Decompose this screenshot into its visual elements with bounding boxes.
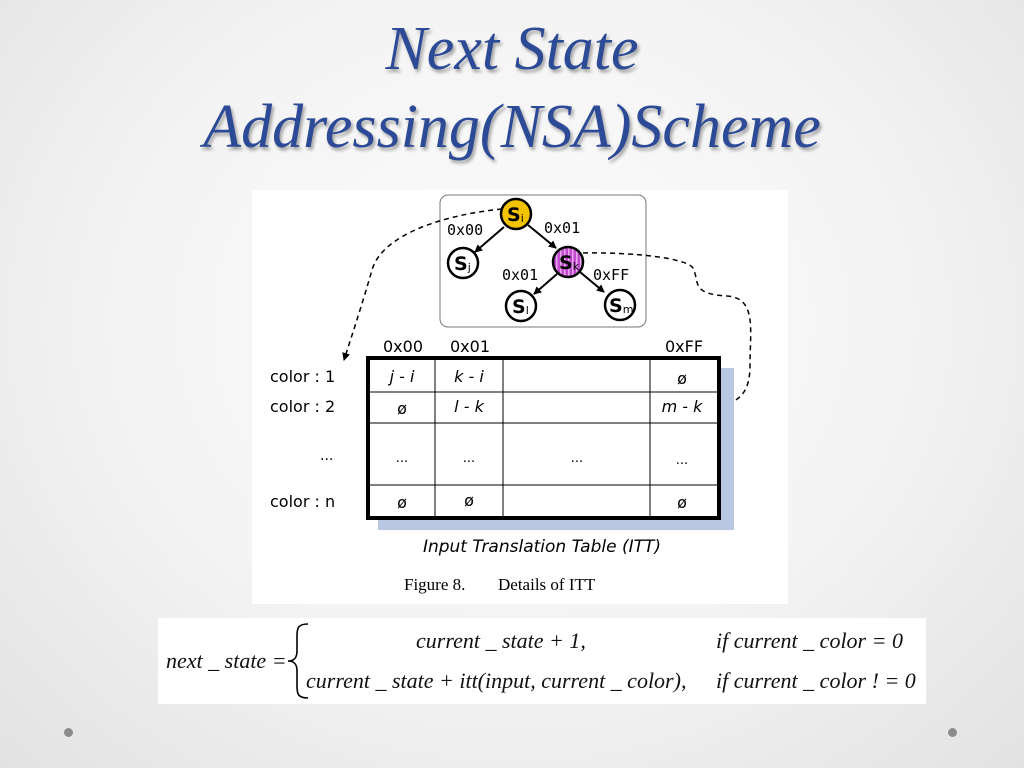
table-grid [368,358,719,518]
cell-r2-c4: m - k [662,397,704,416]
cell-r3-c3: ... [571,451,583,466]
cell-r3-c2: ... [463,451,475,466]
cell-r1-c1: j - i [388,367,415,386]
equation-lhs: next _ state = [166,648,287,673]
node-sm: Sm [603,288,637,322]
case2-condition: if current _ color ! = 0 [716,668,916,693]
itt-figure: 0x00 0x01 0x01 0xFF Si Sk Sj Sl Sm 0x00 [252,190,788,604]
title-line-2: Addressing(NSA)Scheme [203,93,821,161]
edge-si-sj [474,226,505,253]
cell-r1-c4: ø [677,369,687,388]
case1-condition: if current _ color = 0 [716,628,903,653]
itt-table [366,356,721,520]
node-si: Si [499,197,533,231]
figure-label: Figure 8. [404,575,465,594]
row-label-color-2: color : 2 [270,397,335,416]
svg-text:Sj: Sj [454,253,471,275]
cell-r3-c4: ... [676,453,688,468]
edge-label-si-sk: 0x01 [544,219,580,237]
column-header-0x01: 0x01 [450,337,490,356]
slide-decoration-dot-left [64,728,73,737]
itt-caption: Input Translation Table (ITT) [423,537,661,557]
equation-brace [287,623,309,699]
edge-label-sk-sl: 0x01 [502,266,538,284]
node-sj: Sj [446,246,480,280]
next-state-equation: next _ state = current _ state + 1, if c… [158,618,926,704]
case2-expression: current _ state + itt(input, current _ c… [306,668,686,693]
svg-text:Si: Si [507,204,524,226]
row-label-ellipsis: ... [320,448,333,464]
row-label-color-n: color : n [270,492,335,511]
slide-title: Next State Addressing(NSA)Scheme [0,10,1024,166]
cell-r4-c4: ø [677,493,687,512]
edge-label-si-sj: 0x00 [447,221,483,239]
node-sl: Sl [504,289,538,323]
title-line-1: Next State [385,15,639,83]
column-header-0xff: 0xFF [665,337,703,356]
figure-title: Details of ITT [498,575,596,594]
cell-r2-c1: ø [397,399,407,418]
dashed-arrow-right [582,252,752,408]
column-header-0x00: 0x00 [383,337,423,356]
itt-figure-drawing: 0x00 0x01 0x01 0xFF Si Sk Sj Sl Sm 0x00 [270,194,752,594]
slide-decoration-dot-right [948,728,957,737]
equation-drawing: next _ state = current _ state + 1, if c… [166,623,916,699]
edge-sk-sm [579,271,605,293]
state-graph-box [439,194,647,328]
dashed-arrow-left [342,208,503,361]
edge-sk-sl [533,273,558,295]
cell-r3-c1: ... [396,451,408,466]
svg-text:Sl: Sl [512,296,529,318]
cell-r4-c2: ø [464,491,474,510]
edge-label-sk-sm: 0xFF [593,266,629,284]
cell-r4-c1: ø [397,493,407,512]
edge-si-sk [527,224,557,249]
svg-text:Sk: Sk [559,252,580,274]
cell-r2-c2: l - k [454,397,484,416]
node-sk: Sk [551,245,585,279]
cell-r1-c2: k - i [454,367,484,386]
case1-expression: current _ state + 1, [416,628,586,653]
row-label-color-1: color : 1 [270,367,335,386]
svg-text:Sm: Sm [609,295,633,317]
